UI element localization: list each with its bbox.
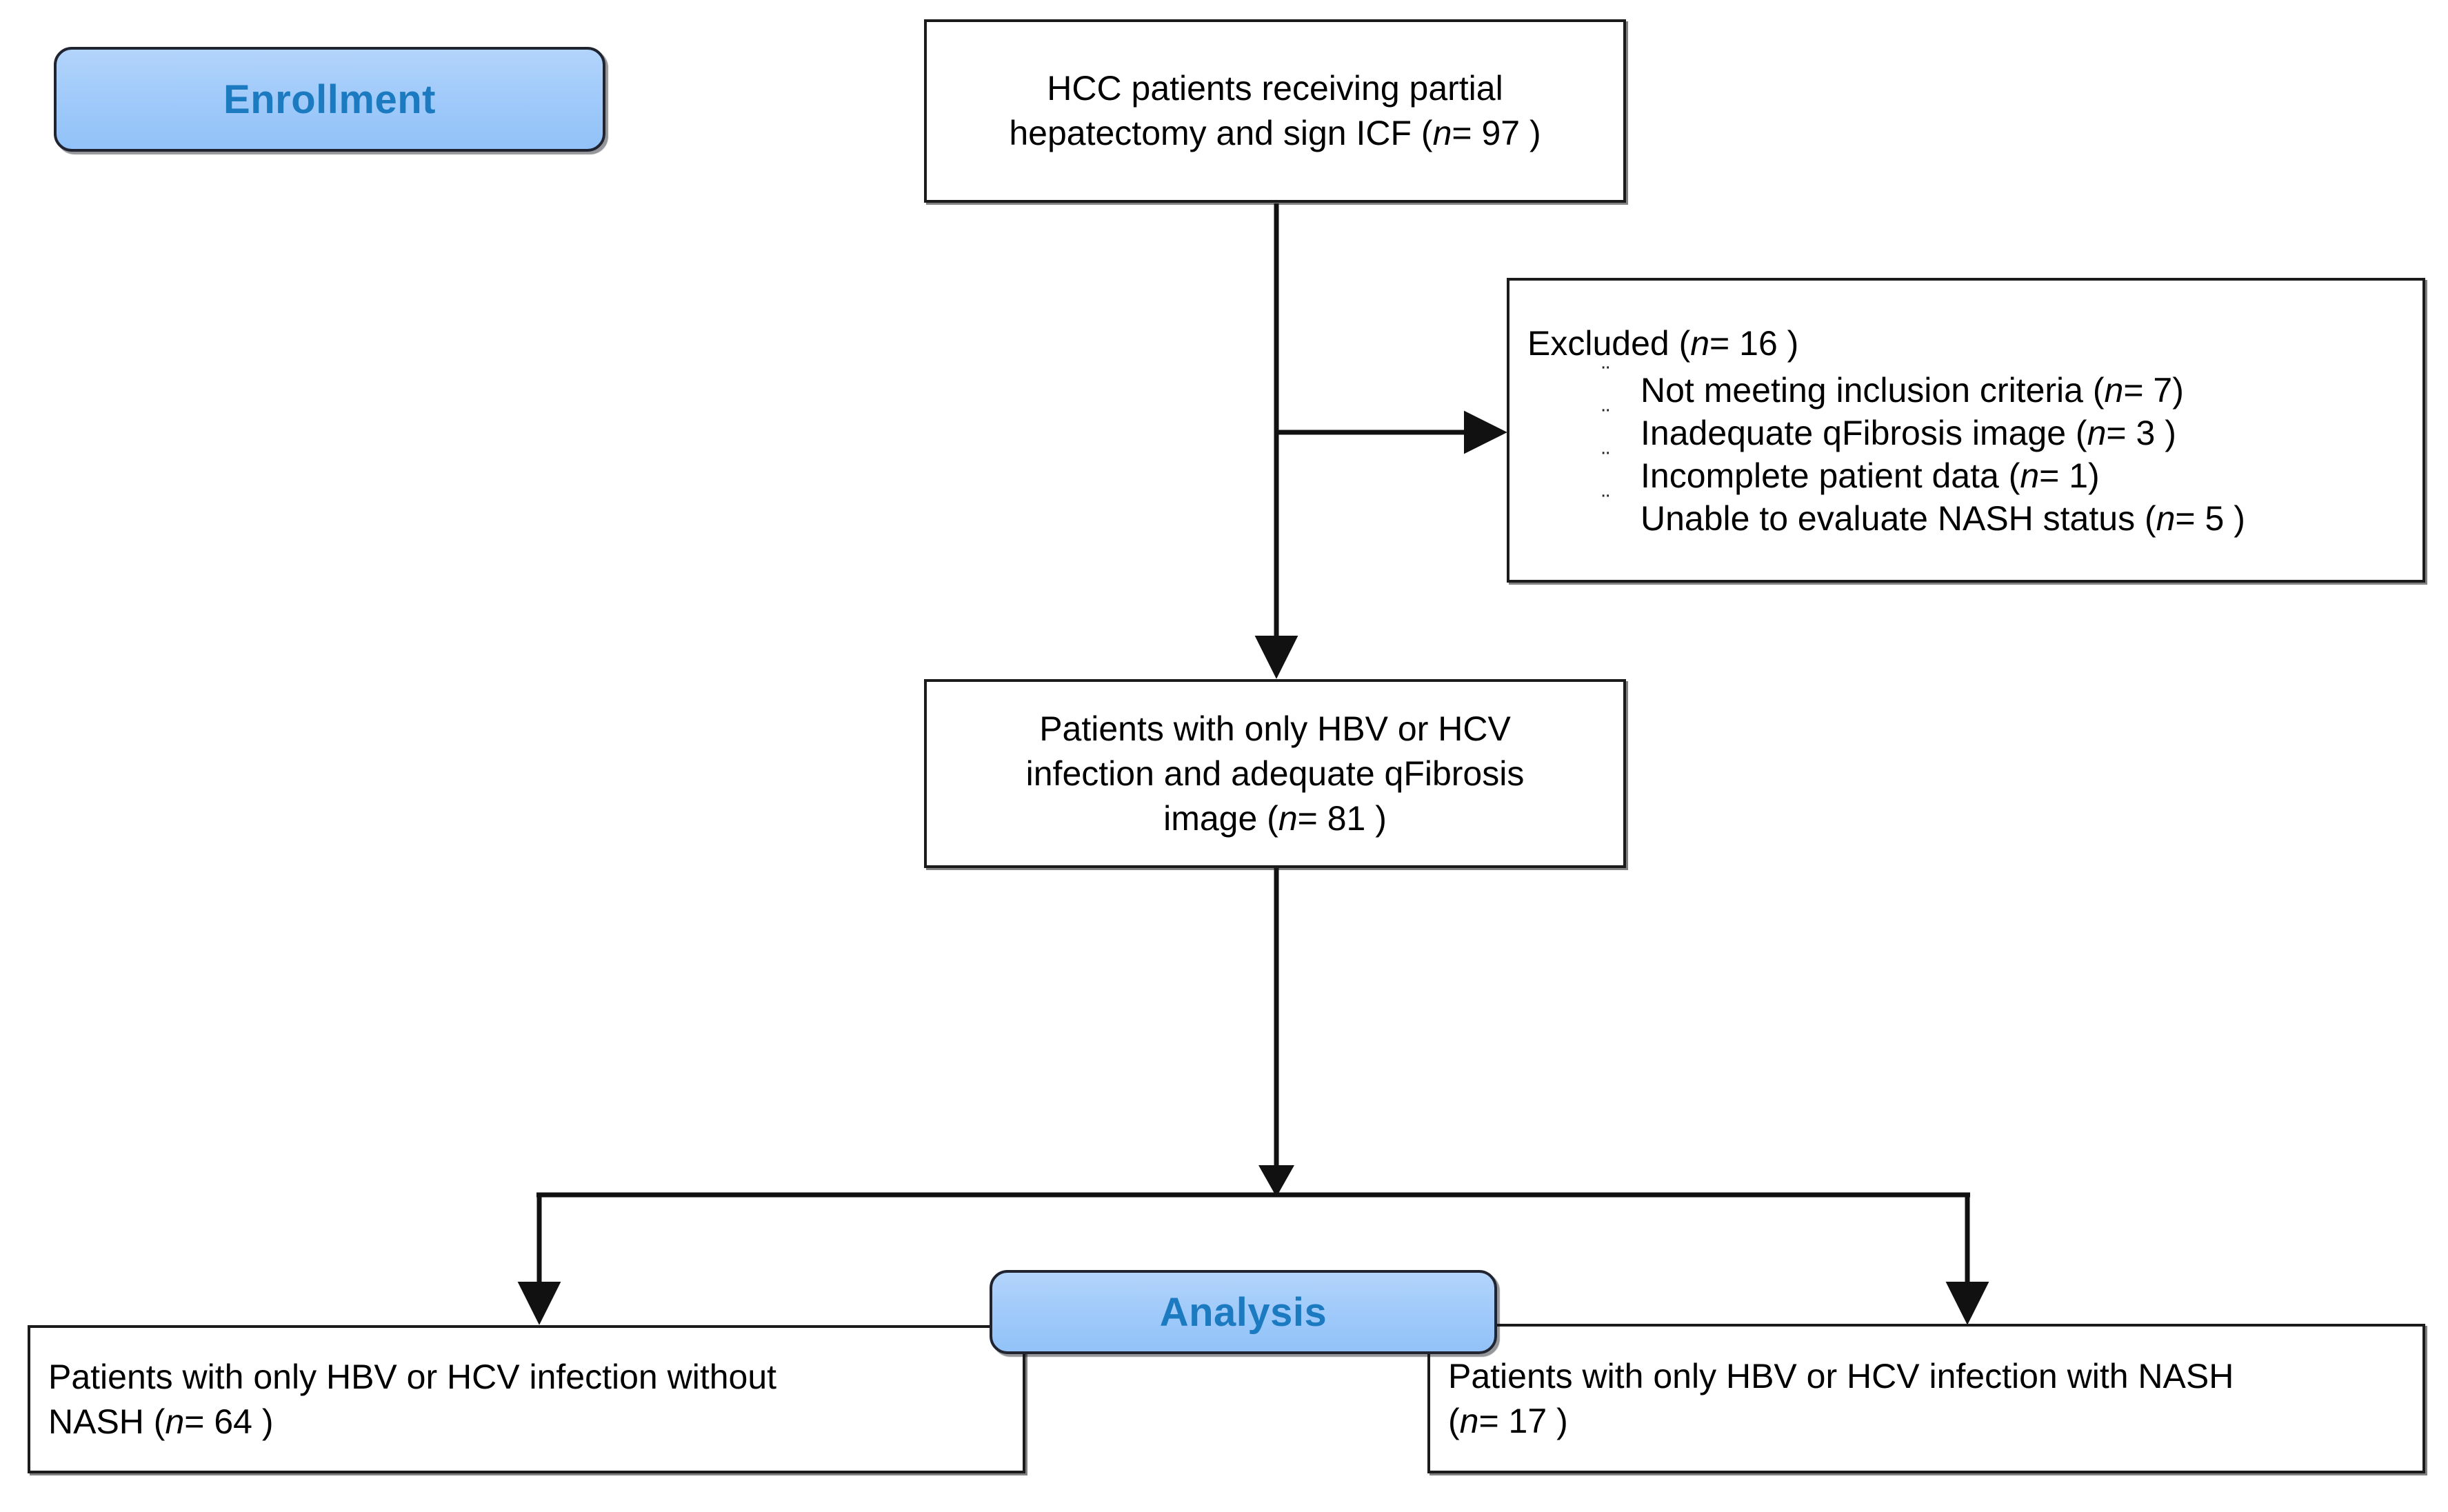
excluded-reason-item: ¨ Not meeting inclusion criteria (n= 7) xyxy=(1602,363,2405,412)
enrolled-line-2: hepatectomy and sign ICF (n= 97 ) xyxy=(945,111,1605,156)
node-enrolled-patients-text: HCC patients receiving partial hepatecto… xyxy=(927,66,1623,156)
node-arm-with-nash: Patients with only HBV or HCV infection … xyxy=(1427,1324,2425,1473)
included-line-3-post: = 81 ) xyxy=(1297,798,1387,838)
excluded-title: Excluded (n= 16 ) xyxy=(1527,321,2405,366)
node-included-patients: Patients with only HBV or HCV infection … xyxy=(924,679,1626,868)
stage-badge-analysis[interactable]: Analysis xyxy=(990,1270,1497,1354)
arm-left-line-1: Patients with only HBV or HCV infection … xyxy=(48,1357,777,1396)
excluded-reason-0-post: = 7) xyxy=(2123,370,2184,410)
excluded-reason-0-n: n xyxy=(2104,370,2124,410)
excluded-title-post: = 16 ) xyxy=(1709,323,1799,363)
stage-badge-enrollment-label: Enrollment xyxy=(223,77,436,122)
arm-right-line-2: (n= 17 ) xyxy=(1448,1399,2405,1444)
excluded-reason-0-pre: Not meeting inclusion criteria ( xyxy=(1641,370,2105,410)
excluded-title-pre: Excluded ( xyxy=(1527,323,1691,363)
node-arm-with-nash-text: Patients with only HBV or HCV infection … xyxy=(1430,1354,2422,1444)
arm-right-line-2-pre: ( xyxy=(1448,1401,1460,1440)
enrolled-line-2-pre: hepatectomy and sign ICF ( xyxy=(1009,114,1433,152)
excluded-reason-1-post: = 3 ) xyxy=(2106,413,2176,452)
excluded-reason-3-n: n xyxy=(2156,498,2176,538)
included-line-2: infection and adequate qFibrosis xyxy=(1025,754,1525,793)
included-line-1: Patients with only HBV or HCV xyxy=(1039,709,1511,748)
arm-right-line-1: Patients with only HBV or HCV infection … xyxy=(1448,1356,2234,1395)
arm-left-line-2-post: = 64 ) xyxy=(184,1402,274,1441)
node-excluded: Excluded (n= 16 ) ¨Not meeting inclusion… xyxy=(1507,278,2425,583)
stage-badge-analysis-label: Analysis xyxy=(1159,1289,1327,1335)
excluded-reason-list: ¨Not meeting inclusion criteria (n= 7) ¨… xyxy=(1527,363,2405,540)
included-line-3-pre: image ( xyxy=(1163,798,1278,838)
excluded-reason-item: ¨ Inadequate qFibrosis image (n= 3 ) xyxy=(1602,406,2405,454)
excluded-reason-1-n: n xyxy=(2087,413,2107,452)
bullet-diaeresis-icon: ¨ xyxy=(1602,447,1610,474)
arm-left-n-italic: n xyxy=(165,1402,185,1441)
bullet-diaeresis-icon: ¨ xyxy=(1602,490,1610,516)
bullet-diaeresis-icon: ¨ xyxy=(1602,404,1610,431)
excluded-reason-item: ¨ Unable to evaluate NASH status (n= 5 ) xyxy=(1602,492,2405,540)
excluded-reason-1-pre: Inadequate qFibrosis image ( xyxy=(1641,413,2087,452)
excluded-reason-2-post: = 1) xyxy=(2039,456,2100,495)
included-n-italic: n xyxy=(1278,798,1298,838)
excluded-reason-3-post: = 5 ) xyxy=(2175,498,2245,538)
connector-split-arrowhead xyxy=(1258,1165,1294,1197)
excluded-reason-item: ¨ Incomplete patient data (n= 1) xyxy=(1602,449,2405,497)
node-included-patients-text: Patients with only HBV or HCV infection … xyxy=(927,707,1623,841)
excluded-reason-2-n: n xyxy=(2020,456,2040,495)
arm-left-line-2-pre: NASH ( xyxy=(48,1402,165,1441)
enrolled-line-2-post: = 97 ) xyxy=(1452,114,1541,152)
arm-right-line-2-post: = 17 ) xyxy=(1478,1401,1568,1440)
node-arm-without-nash-text: Patients with only HBV or HCV infection … xyxy=(30,1355,1023,1444)
bullet-diaeresis-icon: ¨ xyxy=(1602,361,1610,388)
arm-left-line-2: NASH (n= 64 ) xyxy=(48,1400,1005,1444)
enrolled-line-1: HCC patients receiving partial xyxy=(1047,69,1503,108)
node-excluded-body: Excluded (n= 16 ) ¨Not meeting inclusion… xyxy=(1509,321,2422,540)
excluded-n-italic: n xyxy=(1690,323,1710,363)
node-enrolled-patients: HCC patients receiving partial hepatecto… xyxy=(924,19,1626,203)
excluded-reason-3-pre: Unable to evaluate NASH status ( xyxy=(1641,498,2156,538)
stage-badge-enrollment[interactable]: Enrollment xyxy=(54,47,605,152)
excluded-reason-2-pre: Incomplete patient data ( xyxy=(1641,456,2020,495)
included-line-3: image (n= 81 ) xyxy=(945,796,1605,841)
node-arm-without-nash: Patients with only HBV or HCV infection … xyxy=(28,1325,1025,1473)
arm-right-n-italic: n xyxy=(1459,1401,1479,1440)
enrolled-n-italic: n xyxy=(1432,114,1452,152)
